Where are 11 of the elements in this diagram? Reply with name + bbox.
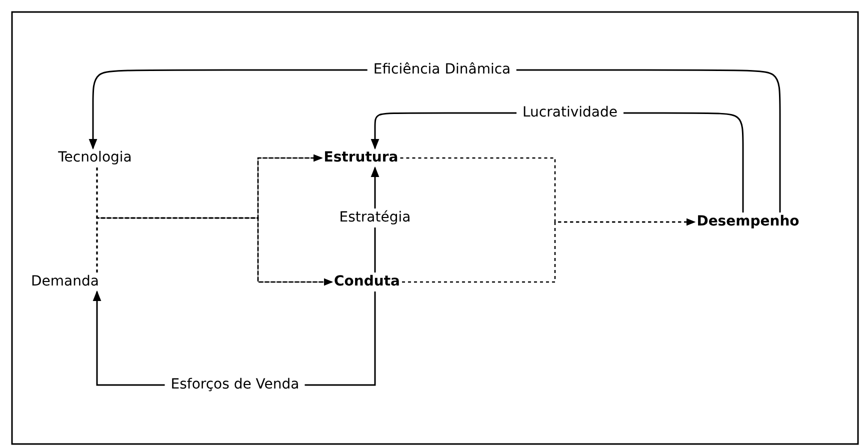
node-label: Tecnologia [56,148,134,168]
edge-label: Esforços de Venda [164,376,306,394]
node-label: Demanda [29,272,101,292]
arrow [402,218,696,283]
node-label: Estratégia [337,208,413,228]
arrow [370,166,380,208]
arrow [96,217,333,286]
connector-line [374,228,376,272]
node-label: Desempenho [694,212,802,232]
node-label: Estrutura [322,148,400,168]
node-label: Conduta [332,272,402,292]
